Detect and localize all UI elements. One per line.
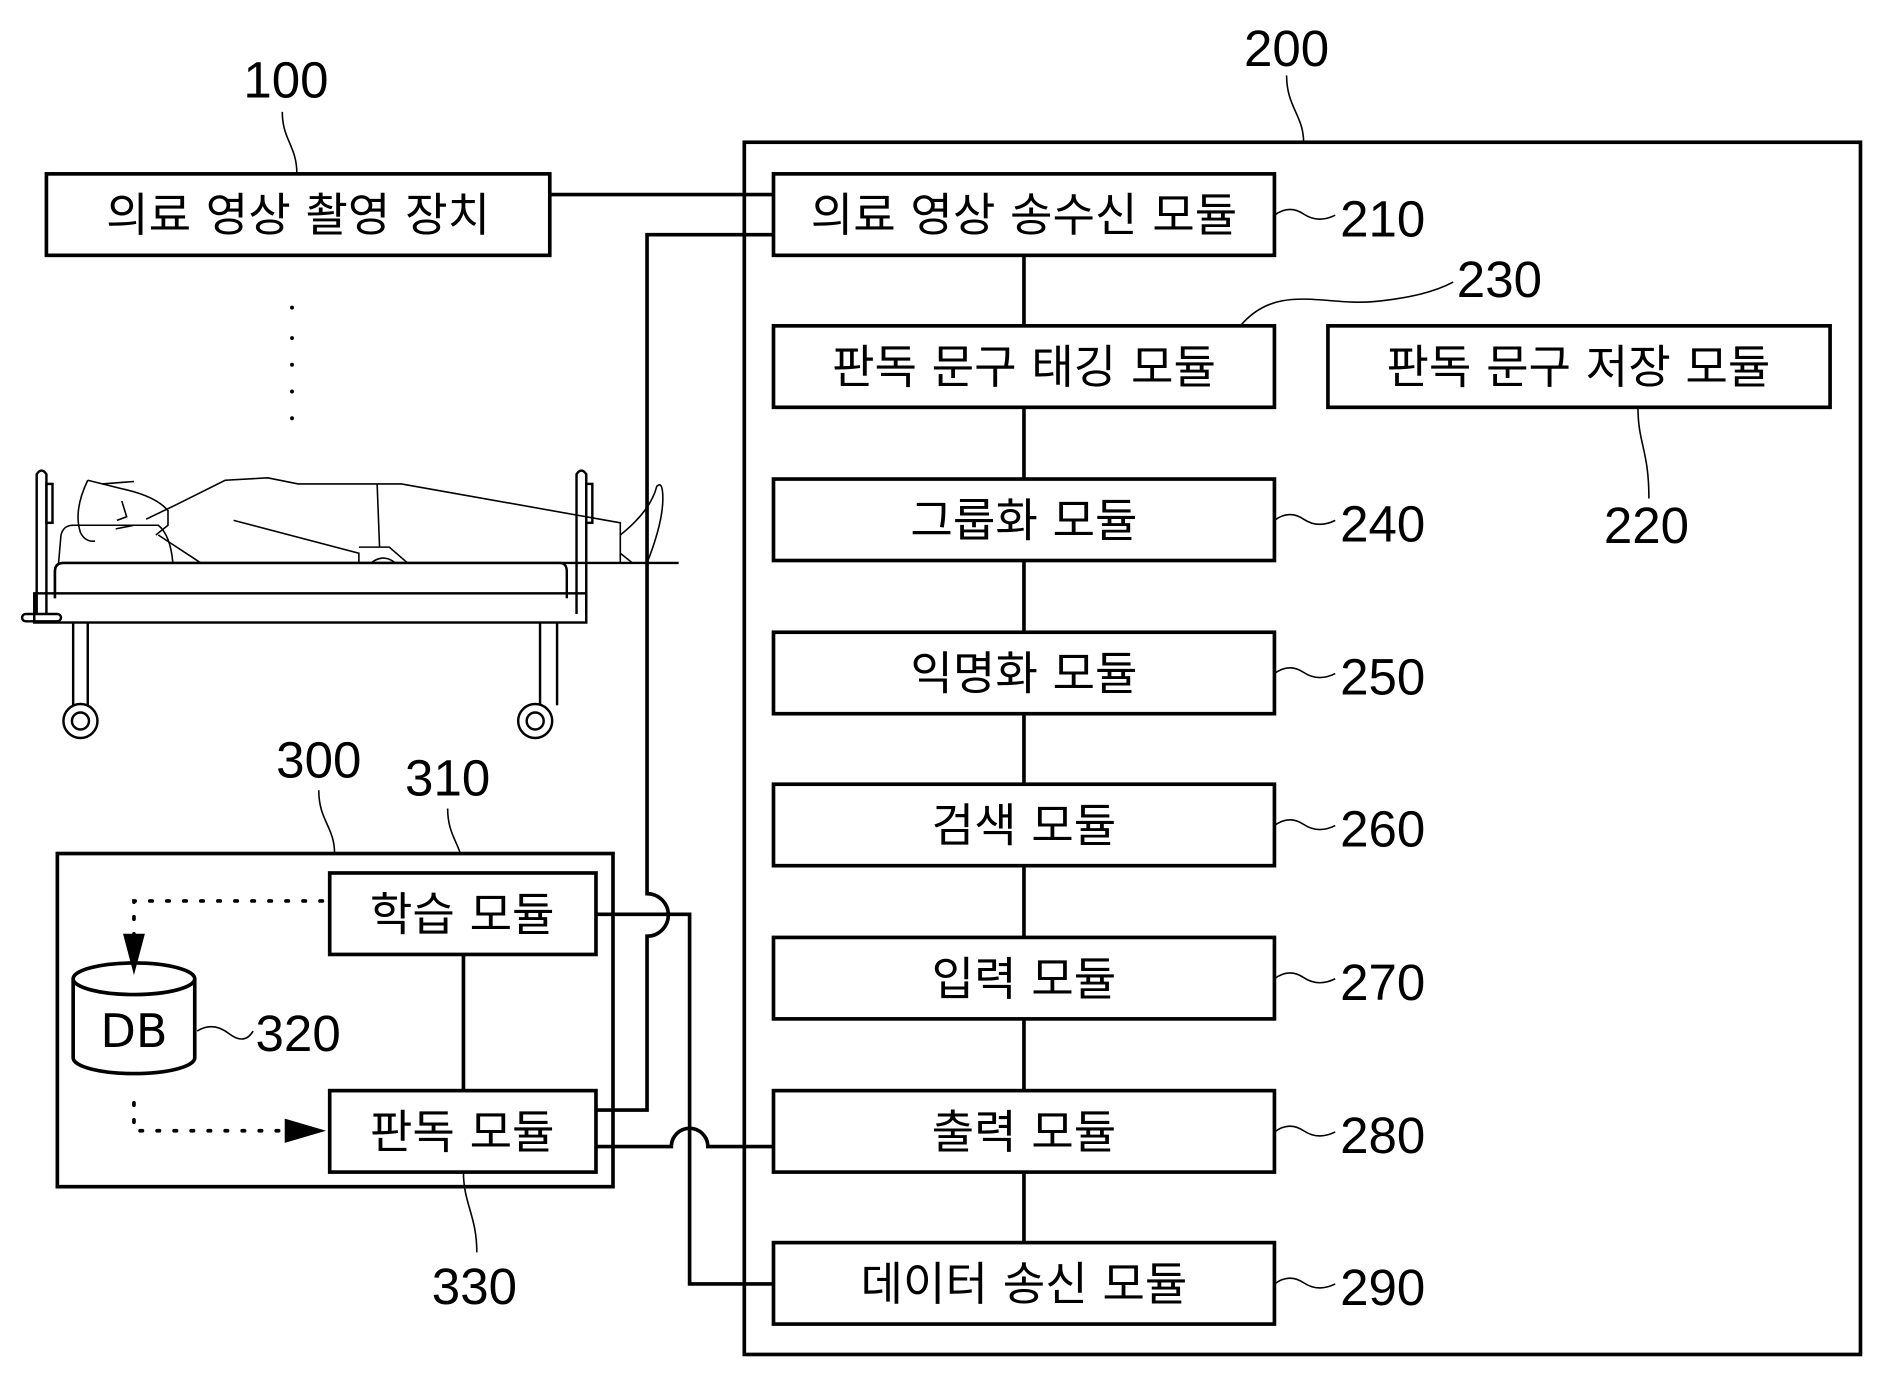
database-icon: DB xyxy=(71,961,197,1076)
module-label: 판독 모듈 xyxy=(370,1105,555,1159)
device-box[interactable] xyxy=(44,172,552,258)
module-box[interactable] xyxy=(327,1088,598,1174)
module-box[interactable] xyxy=(1326,324,1832,410)
module-label: 학습 모듈 xyxy=(370,887,555,941)
module-290-data-transmission[interactable]: 데이터 송신 모듈 xyxy=(771,1240,1277,1326)
leader-240 xyxy=(1273,513,1336,526)
module-box[interactable] xyxy=(771,1088,1277,1174)
module-label: 입력 모듈 xyxy=(932,952,1117,1006)
db-label: DB xyxy=(100,1004,167,1058)
module-280-output[interactable]: 출력 모듈 xyxy=(771,1088,1277,1174)
wire-330-280 xyxy=(595,1126,774,1149)
module-box[interactable] xyxy=(771,782,1277,868)
module-label: 그룹화 모듈 xyxy=(910,493,1137,547)
ref-100: 100 xyxy=(243,52,328,109)
ref-200: 200 xyxy=(1244,20,1329,77)
ref-320: 320 xyxy=(256,1005,341,1062)
leader-230 xyxy=(1239,281,1454,327)
module-label: 의료 영상 송수신 모듈 xyxy=(811,188,1237,242)
ref-290: 290 xyxy=(1340,1259,1425,1316)
leader-200 xyxy=(1285,75,1305,143)
leader-290 xyxy=(1273,1277,1336,1289)
module-label: 출력 모듈 xyxy=(932,1105,1117,1159)
module-box[interactable] xyxy=(771,630,1277,716)
module-box[interactable] xyxy=(771,935,1277,1021)
leader-270 xyxy=(1273,972,1336,984)
ref-240: 240 xyxy=(1340,496,1425,553)
module-box[interactable] xyxy=(771,172,1277,258)
module-label: 익명화 모듈 xyxy=(910,647,1137,701)
device-label: 의료 영상 촬영 장치 xyxy=(106,188,490,242)
module-box[interactable] xyxy=(771,324,1277,410)
patient-bed-icon xyxy=(20,469,679,740)
leader-280 xyxy=(1273,1125,1336,1137)
module-label: 데이터 송신 모듈 xyxy=(861,1257,1188,1311)
ref-230: 230 xyxy=(1457,251,1542,308)
leader-330 xyxy=(462,1172,478,1253)
module-box[interactable] xyxy=(771,1240,1277,1326)
module-270-input[interactable]: 입력 모듈 xyxy=(771,935,1277,1021)
module-240-grouping[interactable]: 그룹화 모듈 xyxy=(771,477,1277,563)
module-230-reading-phrase-tagging[interactable]: 판독 문구 태깅 모듈 xyxy=(771,324,1277,410)
ellipsis-dots xyxy=(290,305,294,421)
module-260-search[interactable]: 검색 모듈 xyxy=(771,782,1277,868)
ref-250: 250 xyxy=(1340,649,1425,706)
ref-310: 310 xyxy=(405,750,490,807)
ref-210: 210 xyxy=(1340,190,1425,247)
ref-280: 280 xyxy=(1340,1107,1425,1164)
leader-100 xyxy=(281,111,298,174)
module-label: 검색 모듈 xyxy=(932,799,1117,853)
leader-260 xyxy=(1273,819,1336,831)
module-label: 판독 문구 저장 모듈 xyxy=(1386,340,1770,394)
module-250-anonymization[interactable]: 익명화 모듈 xyxy=(771,630,1277,716)
module-310-learning[interactable]: 학습 모듈 xyxy=(327,871,598,957)
leader-210 xyxy=(1273,208,1336,220)
arrow-head-down-icon xyxy=(123,933,145,976)
module-box[interactable] xyxy=(327,871,598,957)
ref-330: 330 xyxy=(432,1258,517,1315)
ref-270: 270 xyxy=(1340,954,1425,1011)
module-220-reading-phrase-storage[interactable]: 판독 문구 저장 모듈 xyxy=(1326,324,1832,410)
module-label: 판독 문구 태깅 모듈 xyxy=(832,340,1216,394)
leader-300 xyxy=(317,790,336,854)
ref-300: 300 xyxy=(276,731,361,788)
wire-310-290 xyxy=(595,912,774,1286)
ref-260: 260 xyxy=(1340,801,1425,858)
module-210-image-transceiver[interactable]: 의료 영상 송수신 모듈 xyxy=(771,172,1277,258)
leader-320 xyxy=(196,1026,254,1040)
leader-220 xyxy=(1637,407,1650,499)
dotted-310-to-db xyxy=(132,899,325,945)
module-330-reading[interactable]: 판독 모듈 xyxy=(327,1088,598,1174)
leader-250 xyxy=(1273,667,1336,679)
ref-220: 220 xyxy=(1604,497,1689,554)
medical-imaging-device[interactable]: 의료 영상 촬영 장치 xyxy=(44,172,552,258)
arrow-head-right-icon xyxy=(284,1118,327,1143)
